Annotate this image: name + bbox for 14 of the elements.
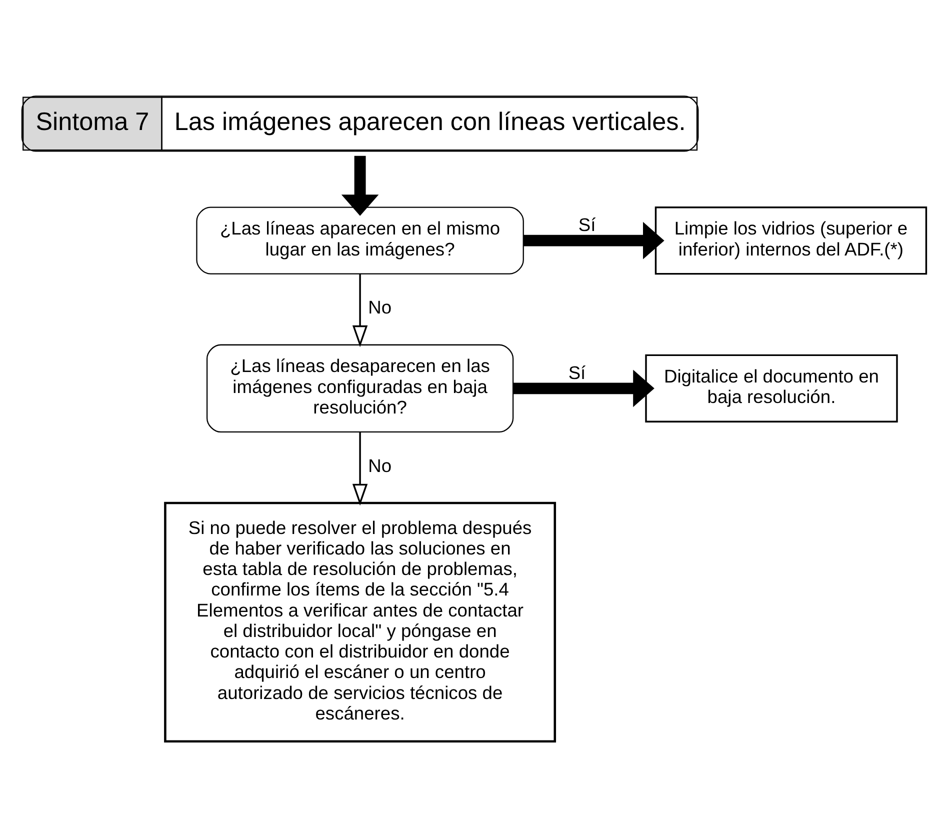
node-box: Limpie los vidrios (superior e inferior) internos del ADF.(*)	[654, 206, 928, 274]
node-box: ¿Las líneas desaparecen en las imágenes configuradas en baja resolución?	[206, 344, 514, 432]
node-box: Digitalice el documento en baja resolución.	[645, 354, 898, 422]
node-box: ¿Las líneas aparecen en el mismo lugar en las imágenes?	[196, 206, 524, 274]
arrow	[352, 274, 368, 347]
arrow	[341, 155, 379, 216]
edge-label: Sí	[578, 214, 596, 235]
arrow	[352, 432, 368, 506]
edge-label: No	[368, 296, 392, 318]
edge-label: No	[368, 454, 392, 476]
edge-label: Sí	[568, 362, 586, 383]
node-box: Si no puede resolver el problema después de haber verificado las soluciones en esta tabla de resolución de problemas, confirme los ítems de la sección "5.4 Elementos a verificar antes de contactar el distribuidor local" y póngase en contacto con el distribuidor en donde adquirió el escáner o un centro autorizado de servicios técnicos de escáneres.	[164, 501, 556, 742]
arrow	[513, 369, 654, 407]
arrow	[524, 221, 664, 259]
